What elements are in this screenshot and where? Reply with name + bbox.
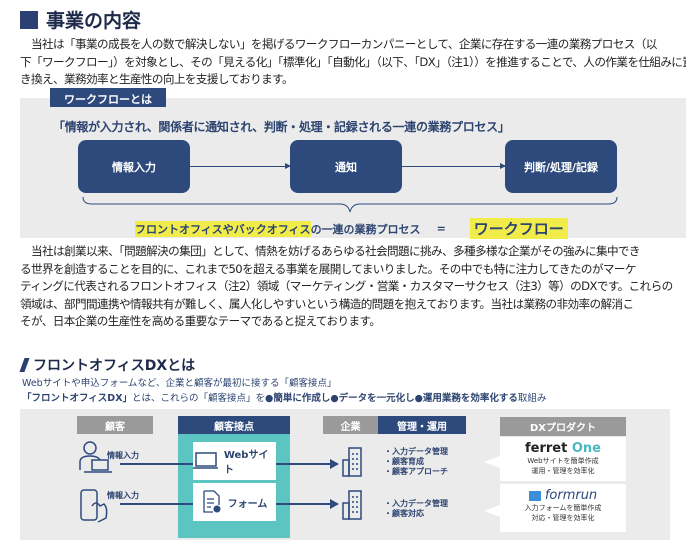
subtext-2: 「フロントオフィスDX」とは、これらの「顧客接点」を●簡単に作成し●データを一元…: [22, 393, 547, 404]
product-formrun: formrun 入力フォームを簡単作成 対応・管理を効率化: [500, 484, 626, 532]
ops-list-1: ・入力データ管理・顧客育成・顧客アプローチ: [384, 447, 448, 476]
callout-pointer: [484, 505, 500, 517]
header-customer: 顧客: [77, 416, 153, 434]
step-input: 情報入力: [78, 140, 190, 193]
header-touchpoint: 顧客接点: [178, 416, 290, 434]
brace-icon: [82, 196, 618, 213]
history-paragraph: 当社は創業以来、「問題解決の集団」として、情熱を妨げるあらゆる社会問題に挑み、多…: [20, 244, 673, 328]
connector-line: [276, 463, 332, 465]
header-ops: 管理・運用: [378, 416, 466, 434]
workflow-tab-label: ワークフローとは: [50, 88, 166, 107]
workflow-definition: 「情報が入力され、関係者に通知され、判断・処理・記録される一連の業務プロセス」: [53, 120, 510, 134]
title-square-icon: [20, 10, 38, 29]
arrow-icon: [330, 499, 339, 509]
input-label: 情報入力: [107, 491, 139, 500]
connector-line: [120, 463, 198, 465]
input-label: 情報入力: [107, 451, 139, 460]
header-product: DXプロダクト: [500, 417, 626, 436]
laptop-icon: [193, 452, 218, 469]
form-gear-icon: [202, 490, 221, 513]
building-icon: [342, 447, 362, 477]
formrun-logo-icon: [528, 490, 541, 501]
smartphone-tap-icon: [80, 489, 108, 523]
building-icon: [342, 490, 362, 520]
page-title: 事業の内容: [20, 6, 141, 33]
connector-line: [276, 503, 332, 505]
arrow-icon: [190, 163, 291, 169]
slash-icon: [19, 358, 30, 372]
product-ferret-one: ferret One Webサイトを簡単作成 運用・管理を効率化: [500, 437, 626, 481]
channel-website: Webサイト: [193, 442, 276, 480]
step-judge: 判断/処理/記録: [505, 140, 617, 193]
intro-paragraph: 当社は「事業の成長を人の数で解決しない」を掲げるワークフローカンパニーとして、企…: [20, 37, 686, 86]
arrow-icon: [330, 459, 339, 469]
header-company: 企業: [323, 416, 378, 434]
formrun-logo: formrun: [500, 488, 626, 503]
ops-list-2: ・入力データ管理・顧客対応: [384, 499, 448, 518]
person-pc-icon: [79, 441, 112, 473]
arrow-icon: [402, 163, 506, 169]
step-notify: 通知: [290, 140, 402, 193]
subtext-1: Webサイトや申込フォームなど、企業と顧客が最初に接する「顧客接点」: [22, 378, 337, 389]
channel-form: フォーム: [193, 483, 276, 521]
section-heading: フロントオフィスDXとは: [19, 355, 195, 375]
callout-pointer: [484, 456, 500, 468]
workflow-summary: フロントオフィスやバックオフィスの一連の業務プロセス=ワークフロー: [135, 218, 568, 239]
ferret-one-logo: ferret One: [525, 441, 601, 456]
connector-line: [120, 503, 198, 505]
